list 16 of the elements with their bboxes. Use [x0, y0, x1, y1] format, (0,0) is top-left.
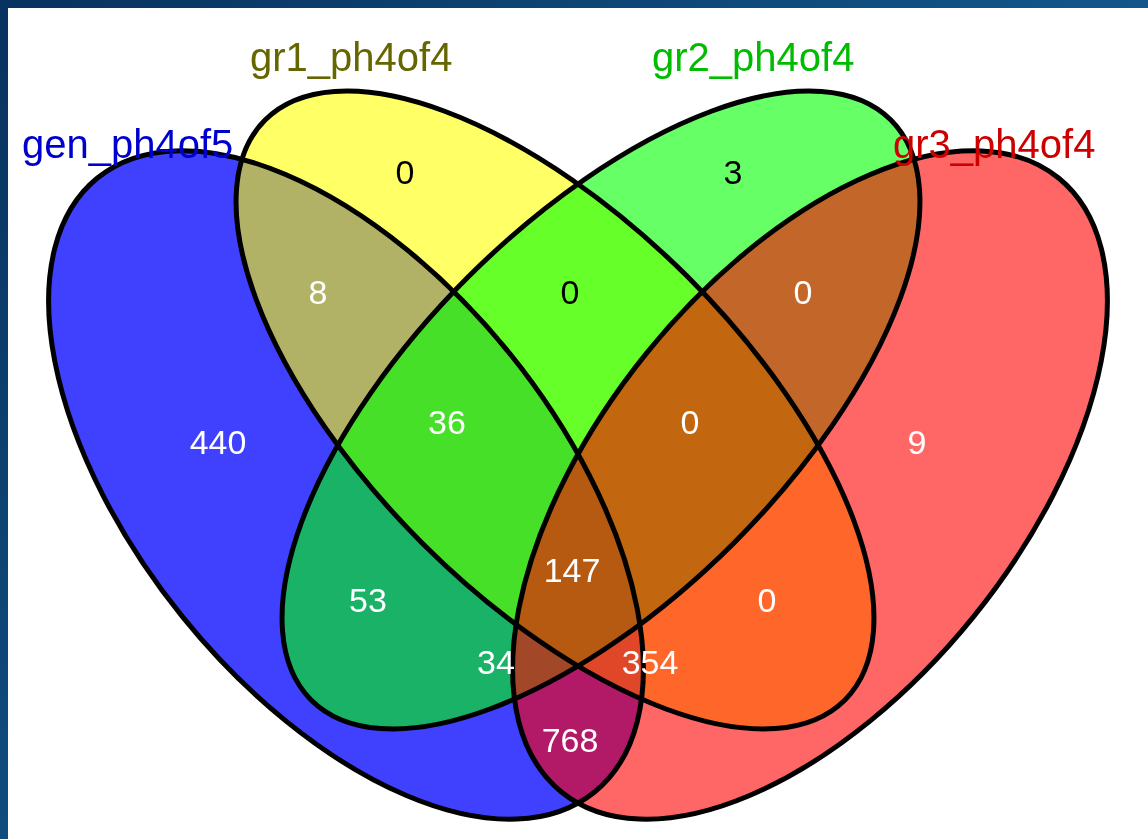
region-count: 0	[680, 403, 700, 441]
region-count: 0	[560, 273, 580, 311]
set-label: gr2_ph4of4	[652, 35, 855, 79]
set-label: gr1_ph4of4	[250, 35, 453, 79]
region-count: 3	[723, 153, 743, 191]
region-count: 0	[793, 273, 813, 311]
region-count: 0	[757, 581, 777, 619]
set-label: gen_ph4of5	[22, 122, 234, 166]
region-count: 0	[395, 153, 415, 191]
region-count: 147	[543, 551, 601, 589]
region-count: 36	[428, 403, 466, 441]
region-count: 768	[541, 721, 599, 759]
region-count: 9	[907, 423, 927, 461]
region-count: 53	[349, 581, 387, 619]
region-count: 8	[308, 273, 328, 311]
region-count: 440	[189, 423, 247, 461]
